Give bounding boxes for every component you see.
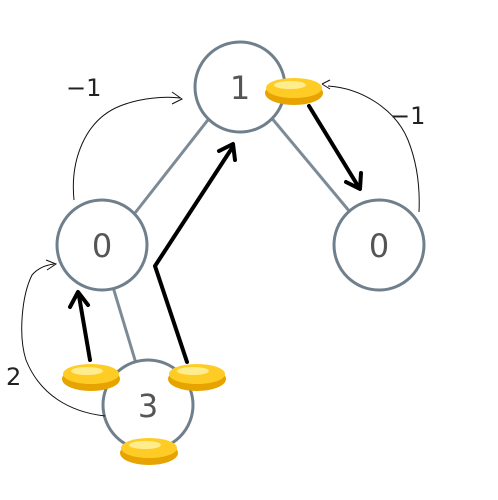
move-arrow-bottom-to-left	[68, 290, 92, 362]
coin-bottom-right	[168, 364, 226, 391]
move-arrow-root-to-right	[307, 104, 363, 191]
coin-bottom-left	[62, 364, 120, 391]
coin-root	[265, 78, 323, 105]
annotation-right-label: −1	[390, 102, 425, 130]
edge-root-left	[133, 114, 213, 215]
annotation-bottom-label: 2	[6, 363, 21, 391]
annotation-left-label: −1	[66, 74, 101, 102]
edge-root-right	[268, 114, 352, 214]
node-left-label: 0	[92, 227, 112, 265]
node-root-label: 1	[230, 69, 250, 107]
node-right-label: 0	[369, 227, 389, 265]
annotation-curve-bottom	[21, 259, 106, 417]
move-arrow-bottom-to-root	[153, 142, 237, 364]
coin-bottom-base	[120, 438, 178, 465]
node-left: 0	[55, 198, 149, 292]
edge-left-bottom	[111, 285, 137, 362]
annotation-curve-left	[72, 91, 183, 201]
node-bottom-label: 3	[138, 387, 158, 425]
annotation-curve-right	[321, 79, 420, 213]
node-right: 0	[332, 198, 426, 292]
